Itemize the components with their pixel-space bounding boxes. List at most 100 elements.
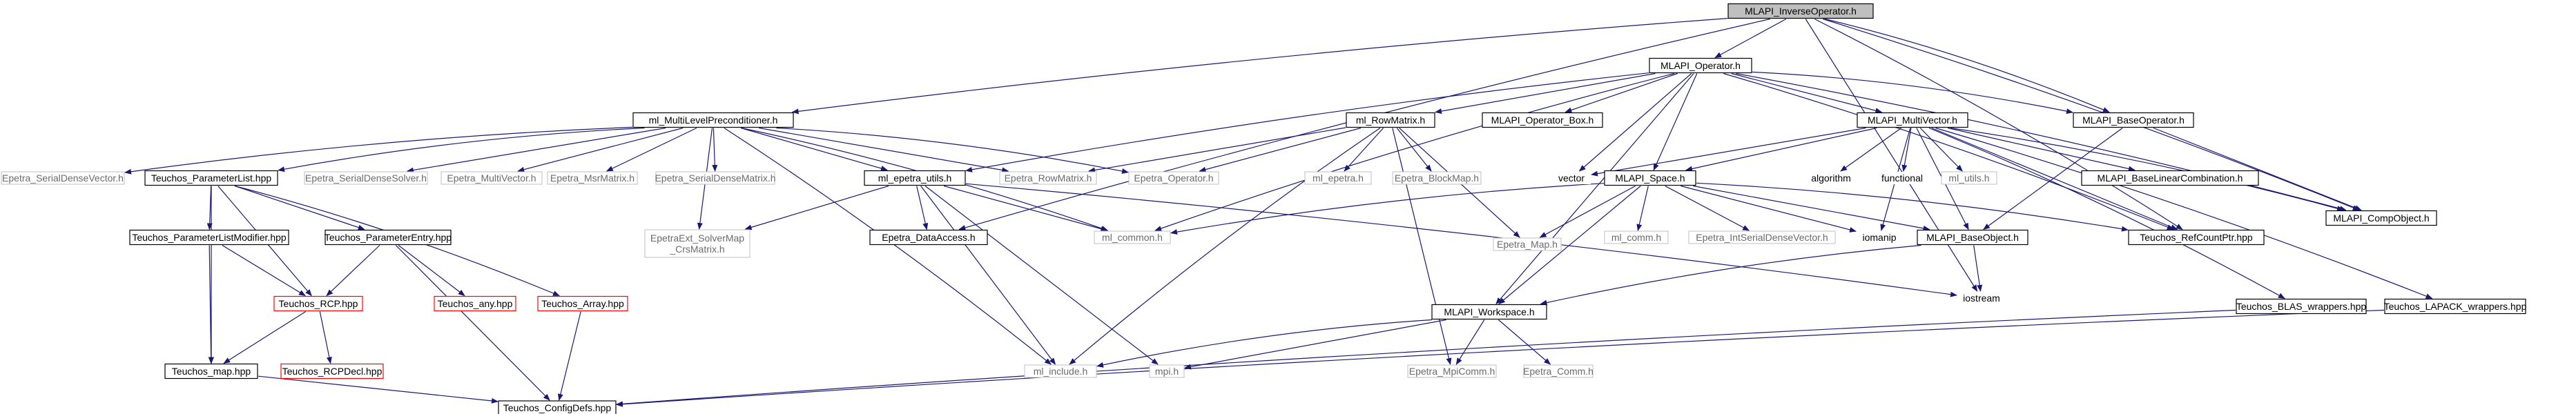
node-label: Epetra_Map.h bbox=[1497, 239, 1558, 250]
node-opbox[interactable]: MLAPI_Operator_Box.h bbox=[1482, 112, 1603, 128]
node-workspace[interactable]: MLAPI_Workspace.h bbox=[1431, 304, 1547, 320]
node-dataaccess[interactable]: Epetra_DataAccess.h bbox=[869, 229, 988, 246]
node-label: Epetra_SerialDenseVector.h bbox=[2, 172, 124, 184]
node-ml-epetra[interactable]: ml_epetra.h bbox=[1304, 171, 1372, 185]
node-label: EpetraExt_SolverMap_CrsMatrix.h bbox=[650, 233, 744, 255]
node-label: MLAPI_CompObject.h bbox=[2333, 213, 2429, 224]
node-functional[interactable]: functional bbox=[1875, 172, 1930, 184]
node-box bbox=[1346, 112, 1435, 128]
node-label: ml_epetra_utils.h bbox=[878, 172, 952, 184]
edge-root-to-rcpptr bbox=[1814, 18, 2183, 230]
node-label: Teuchos_ParameterListModifier.hpp bbox=[132, 232, 287, 243]
node-box bbox=[1024, 364, 1097, 378]
node-baselincomb[interactable]: MLAPI_BaseLinearCombination.h bbox=[2081, 170, 2259, 186]
node-box bbox=[1149, 364, 1185, 378]
node-ml-include[interactable]: ml_include.h bbox=[1024, 364, 1097, 378]
node-epmap[interactable]: Epetra_Map.h bbox=[1493, 237, 1562, 251]
node-baseobject[interactable]: MLAPI_BaseObject.h bbox=[1917, 229, 2028, 246]
node-sdsolver[interactable]: Epetra_SerialDenseSolver.h bbox=[304, 171, 428, 185]
node-epoperator[interactable]: Epetra_Operator.h bbox=[1128, 171, 1219, 185]
node-box bbox=[164, 363, 258, 379]
node-any[interactable]: Teuchos_any.hpp bbox=[434, 295, 516, 312]
node-configdefs[interactable]: Teuchos_ConfigDefs.hpp bbox=[498, 400, 617, 414]
node-algorithm[interactable]: algorithm bbox=[1805, 172, 1857, 184]
node-array[interactable]: Teuchos_Array.hpp bbox=[537, 295, 628, 312]
node-rcpptr[interactable]: Teuchos_RefCountPtr.hpp bbox=[2128, 229, 2265, 246]
node-paramentry[interactable]: Teuchos_ParameterEntry.hpp bbox=[325, 229, 452, 246]
node-label: ml_common.h bbox=[1102, 232, 1163, 243]
node-blockmap[interactable]: Epetra_BlockMap.h bbox=[1392, 171, 1482, 185]
node-box bbox=[1407, 364, 1497, 378]
node-label: Teuchos_LAPACK_wrappers.hpp bbox=[2384, 301, 2527, 312]
node-ml-comm[interactable]: ml_comm.h bbox=[1604, 230, 1669, 244]
node-label: Epetra_Comm.h bbox=[1523, 366, 1594, 377]
edge-paramlist-to-paramentry bbox=[235, 185, 365, 230]
node-label: Epetra_Operator.h bbox=[1134, 172, 1213, 184]
node-box bbox=[1094, 230, 1171, 244]
node-map[interactable]: Teuchos_map.hpp bbox=[164, 363, 258, 379]
node-label: MLAPI_Space.h bbox=[1615, 172, 1685, 184]
node-space[interactable]: MLAPI_Space.h bbox=[1604, 170, 1696, 186]
node-label: Epetra_IntSerialDenseVector.h bbox=[1696, 232, 1828, 243]
node-eprowmatrix[interactable]: Epetra_RowMatrix.h bbox=[999, 171, 1097, 185]
node-box bbox=[2384, 298, 2526, 315]
node-ml-utils[interactable]: ml_utils.h bbox=[1941, 171, 1997, 185]
node-ml-multilevel[interactable]: ml_MultiLevelPreconditioner.h bbox=[632, 112, 794, 128]
node-label: functional bbox=[1881, 172, 1923, 184]
node-sdmatrix[interactable]: Epetra_SerialDenseMatrix.h bbox=[655, 171, 776, 185]
node-ml-common[interactable]: ml_common.h bbox=[1094, 230, 1171, 244]
node-iomanip[interactable]: iomanip bbox=[1857, 231, 1902, 244]
node-vector[interactable]: vector bbox=[1552, 172, 1591, 184]
node-label: Epetra_SerialDenseSolver.h bbox=[305, 172, 427, 184]
node-rcpdecl[interactable]: Teuchos_RCPDecl.hpp bbox=[280, 363, 384, 379]
node-box bbox=[440, 171, 543, 185]
edge-paramlist-to-plmodifier bbox=[206, 186, 213, 230]
node-blas[interactable]: Teuchos_BLAS_wrappers.hpp bbox=[2236, 298, 2367, 315]
node-operator[interactable]: MLAPI_Operator.h bbox=[1649, 57, 1752, 74]
node-box bbox=[1604, 230, 1669, 244]
edge-operator-to-compobject bbox=[1736, 72, 2347, 212]
node-intsdvector[interactable]: Epetra_IntSerialDenseVector.h bbox=[1688, 230, 1836, 244]
node-baseoperator[interactable]: MLAPI_BaseOperator.h bbox=[2073, 112, 2194, 128]
edge-epetra_utils-to-epetraext bbox=[744, 185, 889, 230]
edge-multivector-to-baselincomb bbox=[1947, 127, 2136, 172]
edge-ml_multilevel-to-msrmatrix bbox=[606, 127, 697, 172]
node-epetra-utils[interactable]: ml_epetra_utils.h bbox=[864, 170, 966, 186]
node-label: ml_epetra.h bbox=[1313, 172, 1364, 184]
edge-workspace-to-mpi bbox=[1184, 319, 1446, 370]
edge-operator-to-multivector bbox=[1731, 72, 1883, 114]
edge-operator-to-epetra_utils bbox=[965, 72, 1649, 172]
edge-space-to-iomanip bbox=[1681, 185, 1857, 233]
node-label: MLAPI_Operator_Box.h bbox=[1491, 115, 1594, 126]
node-mpicomm[interactable]: Epetra_MpiComm.h bbox=[1407, 364, 1497, 378]
node-multivector[interactable]: MLAPI_MultiVector.h bbox=[1857, 112, 1968, 128]
node-root[interactable]: MLAPI_InverseOperator.h bbox=[1727, 3, 1874, 19]
node-paramlist[interactable]: Teuchos_ParameterList.hpp bbox=[144, 170, 278, 186]
node-epetraext[interactable]: EpetraExt_SolverMap_CrsMatrix.h bbox=[644, 229, 750, 258]
node-mpi[interactable]: mpi.h bbox=[1149, 364, 1185, 378]
node-label: MLAPI_InverseOperator.h bbox=[1745, 6, 1857, 17]
node-plmodifier[interactable]: Teuchos_ParameterListModifier.hpp bbox=[129, 229, 289, 246]
edge-multivector-to-blas bbox=[1928, 127, 2285, 299]
edge-operator-to-rowmatrix bbox=[1435, 72, 1656, 114]
node-box bbox=[547, 171, 638, 185]
edge-ml_multilevel-to-paramlist bbox=[278, 127, 645, 172]
node-msrmatrix[interactable]: Epetra_MsrMatrix.h bbox=[547, 171, 638, 185]
node-epmultivector[interactable]: Epetra_MultiVector.h bbox=[440, 171, 543, 185]
edge-workspace-to-ml_include bbox=[1096, 319, 1433, 368]
node-comm[interactable]: Epetra_Comm.h bbox=[1523, 364, 1594, 378]
node-rowmatrix[interactable]: ml_RowMatrix.h bbox=[1346, 112, 1435, 128]
node-iostream[interactable]: iostream bbox=[1957, 292, 2006, 304]
node-box bbox=[280, 363, 384, 379]
node-box bbox=[1805, 172, 1857, 184]
node-box bbox=[1957, 292, 2006, 304]
node-box bbox=[1482, 112, 1603, 128]
node-box bbox=[644, 229, 750, 258]
node-lapack[interactable]: Teuchos_LAPACK_wrappers.hpp bbox=[2384, 298, 2527, 315]
edge-rcp-to-rcpdecl bbox=[319, 311, 332, 364]
node-sdvector[interactable]: Epetra_SerialDenseVector.h bbox=[1, 171, 125, 185]
node-rcp[interactable]: Teuchos_RCP.hpp bbox=[273, 295, 363, 312]
edge-multivector-to-vector bbox=[1591, 127, 1866, 177]
node-compobject[interactable]: MLAPI_CompObject.h bbox=[2325, 210, 2437, 226]
node-box bbox=[1604, 170, 1696, 186]
